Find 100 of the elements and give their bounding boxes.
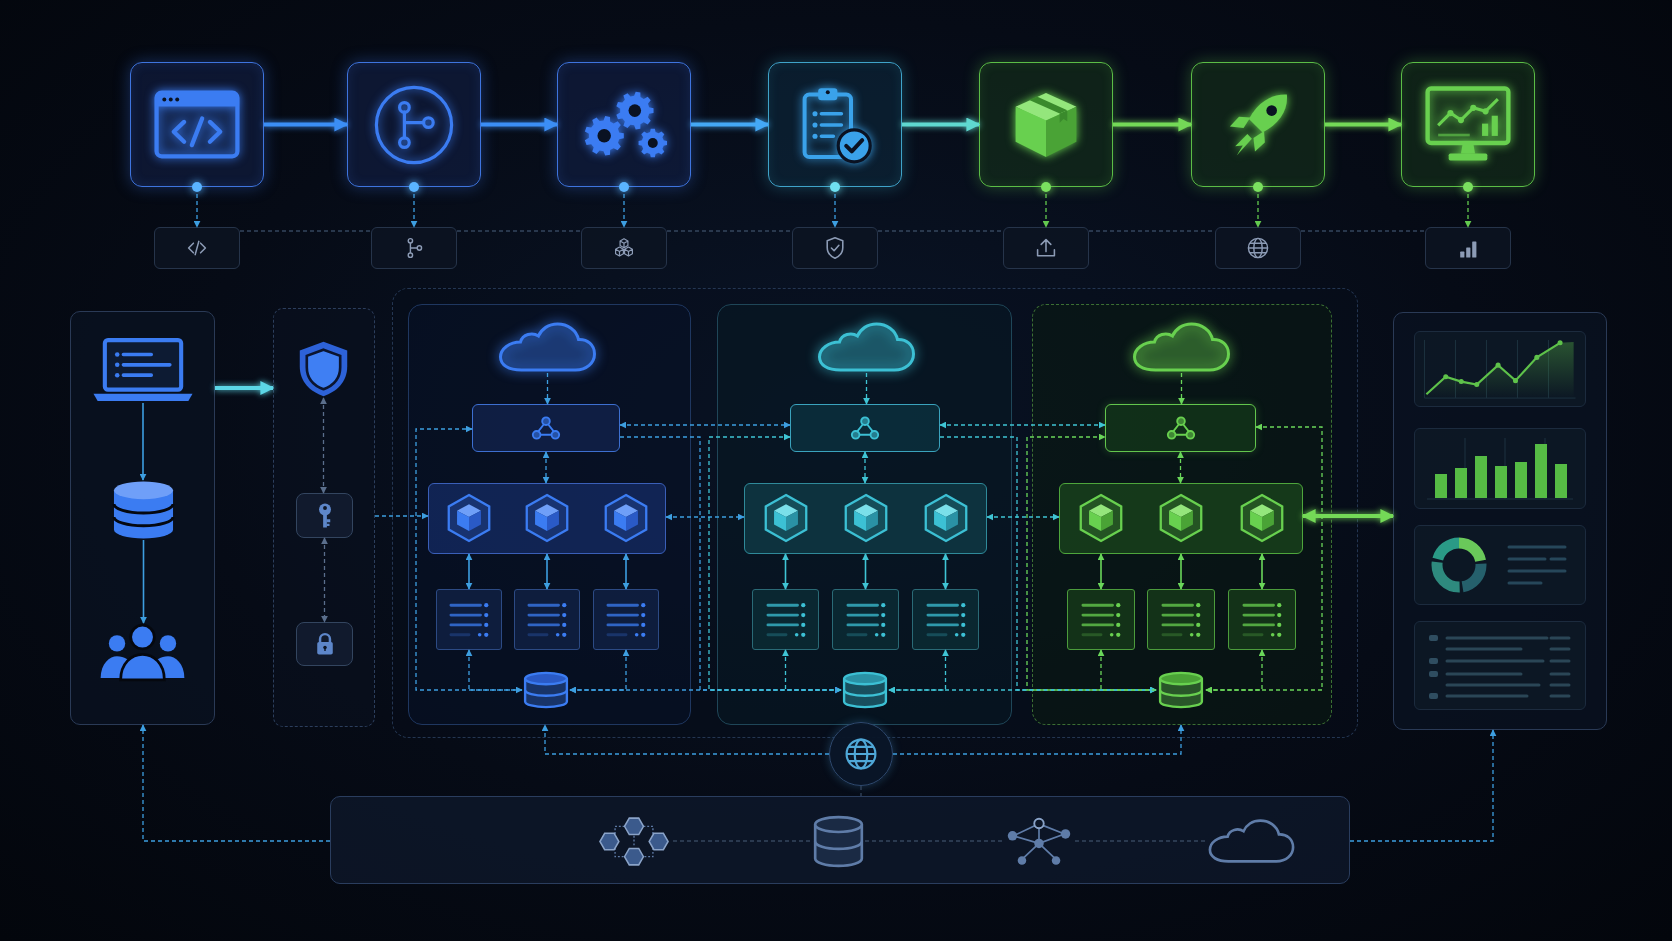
service-group-box: [744, 483, 987, 554]
double-arrow: [665, 513, 745, 521]
server-card: [1228, 589, 1296, 650]
arrow: [892, 724, 1185, 755]
connector-line: [456, 230, 582, 232]
cluster-group-frame: [392, 288, 1358, 738]
pipeline-step-tile: [347, 62, 481, 187]
arrow: [1026, 433, 1157, 691]
arrow: [139, 402, 147, 481]
cluster-panel: [408, 304, 691, 725]
double-arrow: [986, 513, 1060, 521]
connector-line: [672, 840, 813, 842]
server-card: [593, 589, 659, 650]
arrow: [264, 117, 349, 132]
shield-icon: [297, 340, 350, 398]
double-arrow: [942, 553, 949, 590]
double-arrow: [1177, 553, 1185, 590]
double-arrow: [939, 421, 1106, 429]
tool-tile: [371, 227, 457, 269]
arrow: [215, 381, 275, 395]
arrow: [139, 724, 331, 842]
server-card: [752, 589, 819, 650]
lock-tile: [296, 622, 353, 666]
double-arrow: [543, 553, 551, 590]
tool-tile: [1003, 227, 1089, 269]
connector-line: [666, 230, 793, 232]
double-arrow: [1177, 451, 1184, 484]
globe-badge: [829, 722, 893, 786]
tool-tile: [581, 227, 667, 269]
pipeline-step-tile: [979, 62, 1113, 187]
connector-line: [239, 230, 372, 232]
arrow: [415, 425, 523, 691]
double-arrow: [1097, 553, 1105, 590]
arrow: [939, 436, 1157, 694]
cluster-panel: [717, 304, 1012, 725]
client-panel: [70, 311, 215, 725]
laptop-icon: [91, 337, 195, 403]
double-arrow: [1301, 509, 1395, 523]
dashboard-panel: [1393, 312, 1607, 730]
cloud-icon: [497, 321, 598, 373]
double-arrow: [862, 553, 869, 590]
double-arrow: [619, 421, 791, 429]
connector-line: [864, 840, 1004, 842]
double-arrow: [465, 553, 473, 590]
double-arrow: [320, 397, 327, 494]
arrow: [902, 117, 981, 132]
arrow: [544, 372, 551, 405]
cluster-panel: [1032, 304, 1332, 725]
double-arrow: [782, 553, 789, 590]
pipeline-step-tile: [1401, 62, 1535, 187]
line-chart-card: [1414, 331, 1586, 407]
pipeline-step-tile: [130, 62, 264, 187]
load-balancer-box: [1105, 404, 1256, 452]
arrow: [140, 539, 147, 624]
cloud-icon: [1130, 321, 1233, 373]
arrow: [541, 724, 830, 755]
arrow: [691, 117, 770, 132]
server-card: [1067, 589, 1135, 650]
server-card: [436, 589, 502, 650]
arrow: [863, 372, 870, 405]
service-group-box: [1059, 483, 1303, 554]
connector-line: [1300, 230, 1426, 232]
server-card: [912, 589, 979, 650]
server-card: [832, 589, 899, 650]
double-arrow: [321, 537, 328, 623]
cloud-icon: [816, 321, 917, 373]
load-balancer-box: [472, 404, 620, 452]
arrow: [708, 433, 842, 691]
tool-tile: [1215, 227, 1301, 269]
bar-chart-card: [1414, 428, 1586, 509]
infrastructure-bar: [330, 796, 1350, 884]
arrow: [1325, 117, 1403, 132]
load-balancer-box: [790, 404, 940, 452]
tool-tile: [792, 227, 878, 269]
double-arrow: [622, 553, 630, 590]
arrow: [1178, 372, 1185, 405]
double-arrow: [861, 451, 869, 484]
double-arrow: [1258, 553, 1266, 590]
arrow: [481, 117, 559, 132]
cloud-icon: [1206, 818, 1297, 864]
server-card: [1147, 589, 1215, 650]
server-card: [514, 589, 580, 650]
tool-tile: [1425, 227, 1511, 269]
database-icon: [1156, 671, 1206, 709]
pipeline-step-tile: [1191, 62, 1325, 187]
key-tile: [296, 493, 353, 538]
donut-chart-card: [1414, 525, 1586, 605]
connector-line: [1074, 840, 1207, 842]
double-arrow: [542, 451, 550, 484]
connector-line: [860, 785, 862, 797]
database-icon: [812, 815, 865, 868]
database-icon: [841, 671, 889, 709]
database-icon: [522, 671, 570, 709]
security-panel: [273, 308, 375, 727]
arrow: [619, 436, 842, 694]
tool-tile: [154, 227, 240, 269]
service-group-box: [428, 483, 666, 554]
arrow: [1349, 729, 1497, 842]
pipeline-step-tile: [557, 62, 691, 187]
pipeline-step-tile: [768, 62, 902, 187]
